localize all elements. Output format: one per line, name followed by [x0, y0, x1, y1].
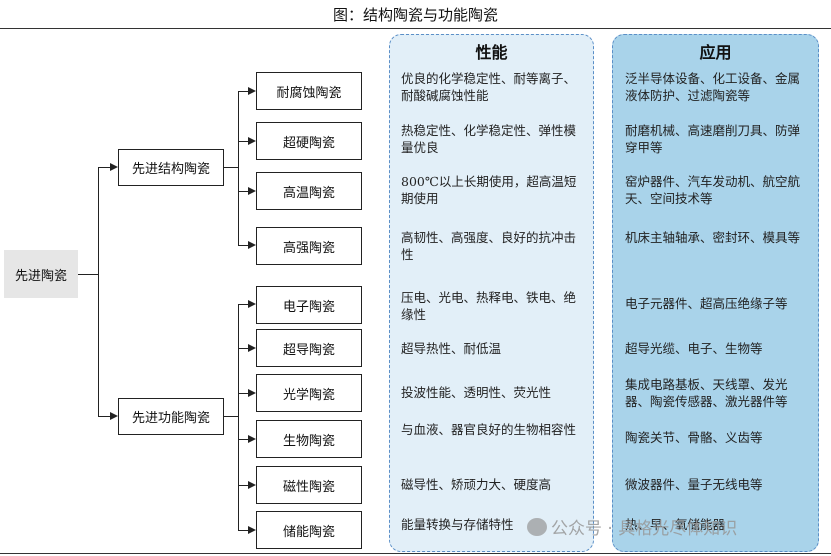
figure-title: 图：结构陶瓷与功能陶瓷	[332, 6, 498, 24]
connector	[238, 485, 248, 486]
bottom-rule	[0, 553, 831, 554]
arrow-icon	[248, 389, 256, 397]
functional-ceramics-node: 先进功能陶瓷	[118, 398, 224, 435]
application-panel: 应用	[612, 34, 819, 552]
application-header: 应用	[699, 43, 732, 62]
performance-text: 投波性能、透明性、荧光性	[401, 385, 552, 400]
ceramic-type-box: 高强陶瓷	[256, 227, 362, 265]
watermark: 公众号 · 具格光尽体知识	[527, 514, 737, 539]
arrow-icon	[248, 300, 256, 308]
connector	[238, 304, 239, 530]
arrow-icon	[110, 412, 118, 420]
ceramic-type-box: 储能陶瓷	[256, 511, 362, 549]
ceramic-type-box: 光学陶瓷	[256, 374, 362, 412]
connector	[238, 141, 248, 142]
connector	[238, 304, 248, 305]
performance-text: 优良的化学稳定性、耐等离子、耐酸碱腐蚀性能	[401, 71, 577, 103]
ceramic-type-box: 超导陶瓷	[256, 329, 362, 367]
connector	[224, 167, 238, 168]
arrow-icon	[248, 187, 256, 195]
ceramic-type-box: 生物陶瓷	[256, 420, 362, 458]
ceramic-type-box: 电子陶瓷	[256, 286, 362, 324]
application-text: 超导光缆、电子、生物等	[625, 341, 763, 356]
performance-text: 高韧性、高强度、良好的抗冲击性	[401, 230, 577, 262]
watermark-text: 公众号 · 具格光尽体知识	[551, 519, 738, 539]
application-text: 集成电路基板、天线罩、发光器、陶瓷传感器、激光器件等	[625, 377, 788, 409]
application-text: 泛半导体设备、化工设备、金属液体防护、过滤陶瓷等	[625, 71, 801, 103]
top-rule	[0, 28, 831, 29]
performance-text: 超导热性、耐低温	[401, 341, 502, 356]
arrow-icon	[248, 481, 256, 489]
application-text: 耐磨机械、高速磨削刀具、防弹穿甲等	[625, 123, 801, 155]
ceramic-type-box: 超硬陶瓷	[256, 122, 362, 160]
arrow-icon	[110, 163, 118, 171]
connector	[238, 439, 248, 440]
application-text: 窑炉器件、汽车发动机、航空航天、空间技术等	[625, 174, 801, 206]
performance-text: 磁导性、矫顽力大、硬度高	[401, 477, 552, 492]
connector	[78, 274, 98, 275]
performance-text: 800℃以上长期使用，超高温短期使用	[401, 174, 577, 206]
wechat-icon	[527, 517, 547, 536]
connector	[238, 393, 248, 394]
arrow-icon	[248, 137, 256, 145]
application-text: 热、早、氧储能器	[625, 517, 726, 532]
structural-ceramics-node: 先进结构陶瓷	[118, 149, 224, 186]
application-text: 机床主轴轴承、密封环、模具等	[625, 230, 801, 245]
ceramic-type-box: 耐腐蚀陶瓷	[256, 72, 362, 110]
application-text: 陶瓷关节、骨骼、义齿等	[625, 430, 763, 445]
arrow-icon	[238, 91, 248, 92]
connector	[224, 416, 238, 417]
connector	[98, 416, 110, 417]
connector	[98, 167, 99, 417]
connector	[238, 245, 248, 246]
arrow-icon	[248, 526, 256, 534]
performance-text: 热稳定性、化学稳定性、弹性模量优良	[401, 123, 577, 155]
connector	[238, 530, 248, 531]
ceramic-type-box: 磁性陶瓷	[256, 466, 362, 504]
arrow-icon	[248, 241, 256, 249]
ceramic-type-box: 高温陶瓷	[256, 172, 362, 210]
performance-panel: 性能	[389, 34, 594, 552]
connector	[98, 167, 110, 168]
application-text: 电子元器件、超高压绝缘子等	[625, 296, 788, 311]
application-text: 微波器件、量子无线电等	[625, 477, 763, 492]
connector	[238, 191, 248, 192]
performance-text: 与血液、器官良好的生物相容性	[401, 422, 577, 437]
arrow-icon	[248, 435, 256, 443]
performance-header: 性能	[475, 43, 508, 62]
arrow-icon	[248, 344, 256, 352]
arrow-icon	[248, 87, 256, 95]
connector	[238, 91, 239, 245]
performance-text: 能量转换与存储特性	[401, 517, 514, 532]
root-node: 先进陶瓷	[4, 250, 78, 298]
connector	[238, 348, 248, 349]
performance-text: 压电、光电、热释电、铁电、绝缘性	[401, 290, 577, 322]
